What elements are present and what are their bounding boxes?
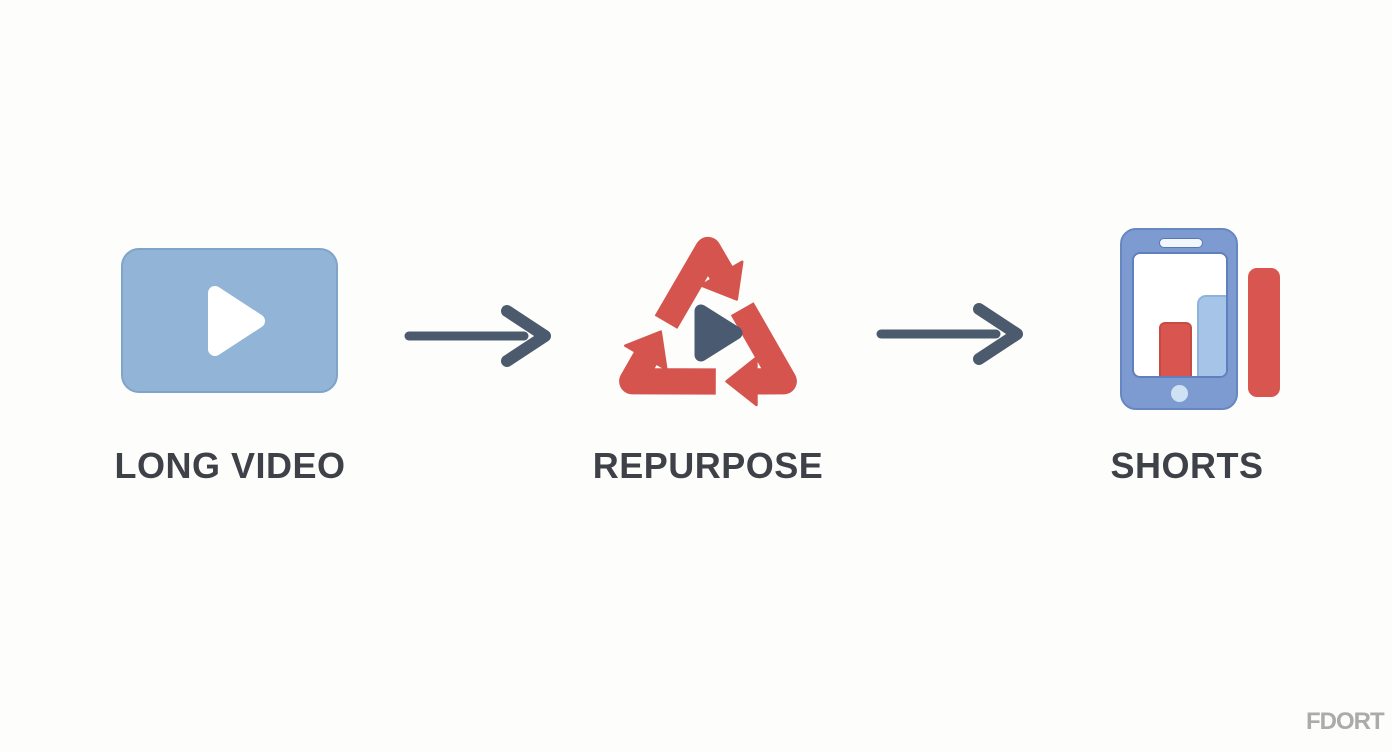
- phone-speaker: [1159, 238, 1203, 248]
- node-label-shorts: SHORTS: [1110, 445, 1264, 486]
- phone-screen: [1132, 252, 1228, 378]
- play-triangle-icon: [694, 304, 743, 362]
- node-label-long-video: LONG VIDEO: [114, 445, 346, 486]
- node-label-repurpose: REPURPOSE: [592, 445, 824, 486]
- recycle-arrows-icon: [619, 236, 797, 407]
- tall-red-bar: [1248, 268, 1280, 397]
- phone-icon: [1120, 228, 1238, 410]
- video-player-icon: [121, 248, 338, 393]
- bar-chart-red-bar: [1159, 322, 1192, 376]
- bar-chart-blue-bar: [1197, 295, 1226, 376]
- phone-home-button: [1170, 385, 1188, 402]
- watermark-text: FDORT: [1306, 708, 1385, 735]
- play-triangle-icon: [208, 286, 265, 356]
- arrow-right-icon: [876, 303, 1023, 365]
- arrow-right-icon: [404, 305, 551, 367]
